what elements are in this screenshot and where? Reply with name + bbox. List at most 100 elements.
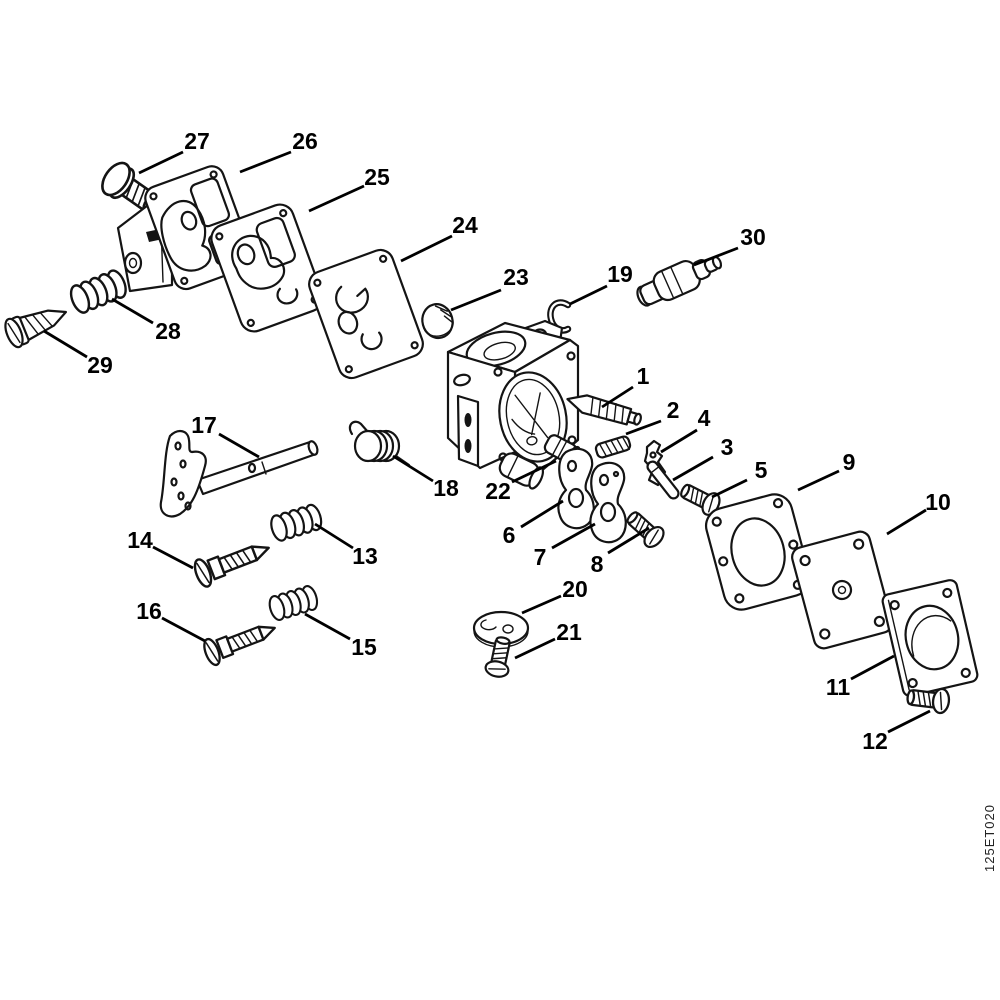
- callout-valve-stub: 22: [485, 459, 557, 504]
- part-14-adjustment-screw: [190, 533, 276, 590]
- leader-line-30: [693, 246, 739, 267]
- leader-line-22: [511, 459, 557, 484]
- leader-line-2: [625, 419, 662, 436]
- leader-line-6: [520, 499, 564, 529]
- callout-fuel-connector: 30: [693, 224, 766, 267]
- part-number-3: 3: [721, 434, 734, 460]
- callout-torsion-spring: 18: [392, 454, 459, 501]
- leader-line-18: [392, 454, 434, 483]
- callout-tapered-screw: 29: [43, 329, 113, 378]
- part-10-pump-diaphragm: [791, 530, 893, 650]
- part-number-11: 11: [826, 674, 851, 700]
- leader-line-24: [400, 234, 453, 263]
- part-number-5: 5: [755, 457, 768, 483]
- part-number-12: 12: [862, 728, 888, 754]
- leader-line-12: [887, 709, 931, 734]
- part-number-18: 18: [433, 475, 459, 501]
- callout-adjustment-screw-high: 14: [127, 527, 194, 570]
- part-number-29: 29: [87, 352, 113, 378]
- callout-pump-cover-screw: 12: [862, 709, 931, 754]
- part-number-14: 14: [127, 527, 153, 553]
- part-28-spring: [66, 266, 131, 317]
- leader-line-29: [43, 329, 88, 359]
- part-number-1: 1: [637, 363, 650, 389]
- callout-cover-screw: 5: [711, 457, 768, 499]
- part-number-8: 8: [591, 551, 604, 577]
- callout-adjustment-screw-low: 16: [136, 598, 206, 643]
- part-18-torsion-spring: [348, 420, 411, 467]
- part-23-plug-disc: [421, 303, 454, 340]
- callout-pump-cover: 11: [826, 654, 895, 700]
- callout-throttle-shaft: 17: [191, 412, 260, 459]
- leader-line-27: [138, 150, 184, 175]
- leader-line-10: [886, 508, 927, 536]
- part-number-24: 24: [452, 212, 478, 238]
- part-number-25: 25: [364, 164, 390, 190]
- part-number-20: 20: [562, 576, 588, 602]
- parts-artwork: [4, 161, 979, 716]
- callout-lever-pin: 3: [672, 434, 734, 482]
- leader-line-25: [308, 184, 365, 213]
- part-number-2: 2: [667, 397, 680, 423]
- callout-metering-cover: 26: [239, 128, 318, 174]
- callout-needle-jet: 1: [601, 363, 650, 409]
- leader-line-20: [521, 594, 562, 615]
- part-24-body-gasket: [308, 248, 424, 380]
- part-number-28: 28: [155, 318, 181, 344]
- callout-cam-plate-front: 6: [503, 499, 564, 548]
- leader-line-14: [152, 545, 194, 570]
- part-number-30: 30: [740, 224, 766, 250]
- callout-disc-screw: 21: [514, 619, 582, 660]
- part-number-19: 19: [607, 261, 633, 287]
- part-number-10: 10: [925, 489, 951, 515]
- leader-line-1: [601, 385, 634, 409]
- leader-line-21: [514, 637, 556, 660]
- part-30-fuel-connector: [636, 255, 723, 307]
- callout-cam-screw: 8: [591, 526, 650, 577]
- part-number-17: 17: [191, 412, 217, 438]
- part-2-metering-spring: [594, 435, 632, 459]
- callout-pump-diaphragm: 10: [886, 489, 951, 536]
- leader-line-11: [850, 654, 895, 681]
- part-number-6: 6: [503, 522, 516, 548]
- leader-line-4: [660, 428, 698, 454]
- part-number-7: 7: [534, 544, 547, 570]
- drawing-code-watermark: 125ET020: [982, 804, 997, 872]
- callout-metering-gasket: 25: [308, 164, 390, 213]
- part-13-spring: [267, 501, 326, 544]
- part-7-cam-plate: [589, 461, 627, 544]
- callout-cam-plate-rear: 7: [534, 522, 596, 570]
- part-29-tapered-screw: [4, 309, 68, 349]
- leader-line-15: [304, 612, 351, 641]
- part-9-pump-gasket: [704, 493, 812, 611]
- leader-line-17: [218, 432, 260, 459]
- callout-plug-spring: 28: [111, 297, 181, 344]
- callout-pump-gasket: 9: [797, 449, 855, 492]
- leader-line-16: [161, 616, 206, 643]
- callout-cover-pan-screw: 27: [138, 128, 210, 175]
- leader-line-28: [111, 297, 154, 325]
- callout-metering-spring: 2: [625, 397, 680, 436]
- part-11-pump-cover: [881, 579, 979, 697]
- part-number-27: 27: [184, 128, 210, 154]
- part-16-adjustment-screw: [200, 614, 281, 669]
- part-1-needle-jet: [566, 394, 642, 426]
- leader-line-8: [607, 526, 650, 555]
- part-15-spring: [265, 583, 321, 623]
- part-8-screw: [621, 505, 669, 552]
- leader-line-9: [797, 469, 840, 492]
- callout-adjustment-spring-high: 13: [314, 522, 378, 569]
- part-number-16: 16: [136, 598, 162, 624]
- part-number-13: 13: [352, 543, 378, 569]
- leader-line-3: [672, 455, 714, 482]
- part-25-metering-gasket: [210, 203, 324, 333]
- callout-plug-disc: 23: [450, 264, 529, 312]
- leader-line-5: [711, 478, 748, 499]
- callout-body-gasket: 24: [400, 212, 478, 263]
- leader-line-13: [314, 522, 354, 550]
- callout-retaining-clip: 19: [569, 261, 633, 306]
- part-number-15: 15: [351, 634, 377, 660]
